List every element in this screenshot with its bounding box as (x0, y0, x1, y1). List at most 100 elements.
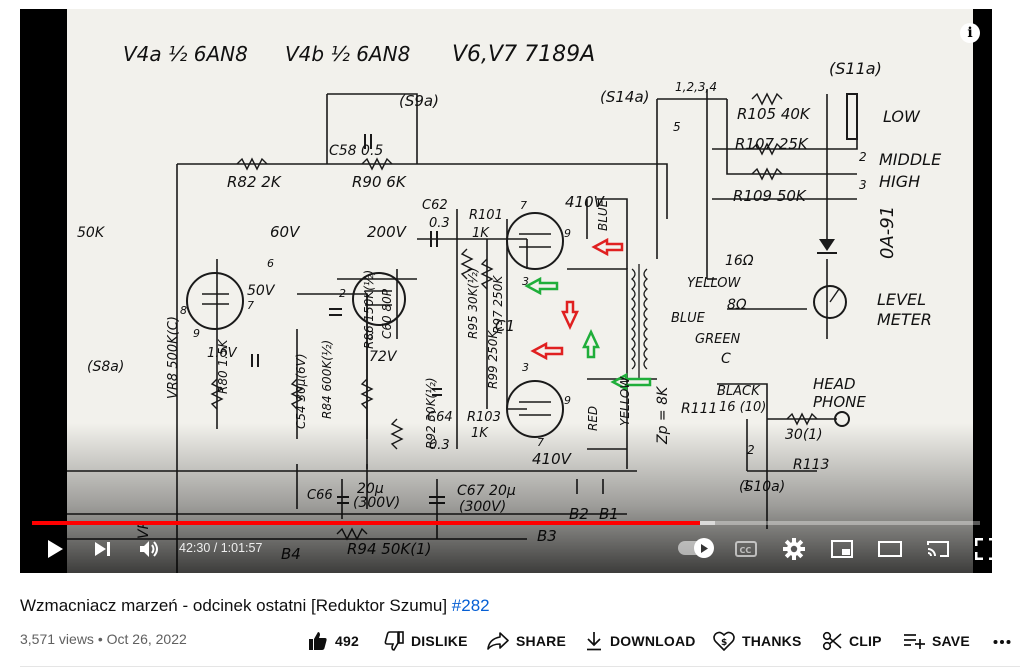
autoplay-play-icon (701, 543, 708, 553)
svg-text:6: 6 (267, 257, 274, 270)
svg-text:1K: 1K (471, 426, 489, 441)
video-player[interactable]: V4a ½ 6AN8 V4b ½ 6AN8 V6,V7 7189A (S9a) … (20, 9, 992, 573)
dislike-button[interactable]: DISLIKE (384, 626, 468, 656)
svg-text:R99 250K: R99 250K (486, 330, 500, 389)
play-icon (48, 540, 63, 558)
svg-text:RED: RED (586, 406, 600, 431)
svg-text:LOW: LOW (883, 107, 921, 126)
svg-text:(300V): (300V) (459, 499, 506, 515)
svg-text:0A-91: 0A-91 (877, 206, 898, 259)
svg-text:30(1): 30(1) (785, 427, 823, 443)
miniplayer-icon (831, 540, 853, 558)
gear-icon (783, 538, 805, 560)
svg-text:9: 9 (193, 327, 200, 340)
autoplay-knob (694, 538, 714, 558)
svg-text:BLACK: BLACK (717, 384, 761, 399)
autoplay-toggle[interactable] (678, 538, 714, 558)
svg-text:R80 1.5K: R80 1.5K (216, 338, 230, 394)
svg-text:C64: C64 (427, 410, 453, 425)
next-button[interactable] (90, 531, 116, 567)
svg-text:METER: METER (877, 310, 932, 329)
like-button[interactable]: 492 (308, 626, 359, 656)
svg-text:R101: R101 (469, 208, 503, 223)
svg-text:C54 30μ(6V): C54 30μ(6V) (294, 353, 308, 429)
thanks-label: THANKS (742, 633, 802, 649)
volume-button[interactable] (137, 531, 163, 567)
svg-text:3: 3 (522, 361, 529, 374)
svg-text:2: 2 (747, 443, 755, 457)
video-title-text: Wzmacniacz marzeń - odcinek ostatni [Red… (20, 596, 452, 615)
svg-text:50V: 50V (247, 283, 276, 299)
svg-text:410V: 410V (565, 193, 606, 211)
svg-text:YELLOW: YELLOW (618, 376, 632, 426)
svg-text:9: 9 (564, 394, 571, 407)
svg-text:410V: 410V (532, 450, 573, 468)
theater-button[interactable] (877, 531, 903, 567)
svg-text:5: 5 (673, 120, 681, 134)
captions-button[interactable]: CC (733, 531, 759, 567)
svg-text:1K: 1K (472, 226, 490, 241)
svg-text:1: 1 (743, 478, 751, 492)
play-button[interactable] (42, 531, 68, 567)
svg-text:50K: 50K (77, 225, 106, 241)
annotation-arrows (524, 237, 652, 392)
svg-text:72V: 72V (369, 349, 398, 365)
info-icon[interactable]: i (960, 23, 980, 43)
more-horizontal-icon (993, 640, 1011, 644)
svg-text:8Ω: 8Ω (727, 297, 747, 313)
scissors-icon (822, 631, 842, 651)
video-title: Wzmacniacz marzeń - odcinek ostatni [Red… (20, 596, 490, 616)
svg-text:7: 7 (520, 199, 527, 212)
volume-icon (140, 541, 158, 557)
share-button[interactable]: SHARE (487, 626, 566, 656)
cast-icon (927, 541, 949, 557)
svg-text:BLUE: BLUE (596, 199, 610, 231)
save-button[interactable]: SAVE (903, 626, 970, 656)
svg-text:1.6V: 1.6V (207, 346, 238, 361)
svg-text:V4a ½ 6AN8: V4a ½ 6AN8 (123, 42, 248, 66)
fullscreen-icon (975, 538, 992, 560)
svg-text:R111: R111 (681, 401, 717, 417)
svg-text:R103: R103 (467, 410, 501, 425)
svg-text:C: C (721, 351, 731, 367)
thanks-heart-icon: $ (713, 631, 735, 651)
hashtag-link[interactable]: #282 (451, 596, 490, 615)
svg-text:HIGH: HIGH (879, 172, 920, 191)
svg-text:PHONE: PHONE (813, 393, 866, 411)
svg-text:3: 3 (367, 329, 374, 342)
svg-text:R107 25K: R107 25K (735, 135, 809, 153)
miniplayer-button[interactable] (829, 531, 855, 567)
svg-text:(300V): (300V) (353, 495, 400, 511)
svg-text:CC: CC (740, 546, 752, 555)
save-label: SAVE (932, 633, 970, 649)
svg-text:VR8 500K(C): VR8 500K(C) (166, 316, 181, 399)
svg-text:C66: C66 (307, 488, 333, 503)
download-button[interactable]: DOWNLOAD (585, 626, 696, 656)
clip-button[interactable]: CLIP (822, 626, 882, 656)
svg-text:0.3: 0.3 (429, 216, 450, 231)
svg-text:V4b ½ 6AN8: V4b ½ 6AN8 (285, 42, 410, 66)
upload-date: Oct 26, 2022 (106, 631, 187, 647)
fullscreen-button[interactable] (973, 531, 992, 567)
svg-text:60V: 60V (270, 223, 301, 241)
svg-text:R82 2K: R82 2K (227, 173, 282, 191)
thanks-button[interactable]: $ THANKS (713, 626, 802, 656)
svg-text:(S11a): (S11a) (829, 59, 882, 78)
svg-text:R105 40K: R105 40K (737, 105, 811, 123)
dislike-label: DISLIKE (411, 633, 468, 649)
like-count: 492 (335, 633, 359, 649)
svg-text:2: 2 (339, 287, 346, 300)
cast-button[interactable] (925, 531, 951, 567)
video-frame[interactable]: V4a ½ 6AN8 V4b ½ 6AN8 V6,V7 7189A (S9a) … (67, 9, 973, 573)
download-icon (587, 632, 601, 651)
svg-text:LEVEL: LEVEL (877, 290, 926, 309)
svg-text:7: 7 (537, 436, 544, 449)
settings-button[interactable] (781, 531, 807, 567)
svg-text:R113: R113 (793, 457, 829, 473)
svg-text:3: 3 (859, 178, 867, 192)
progress-played (32, 521, 701, 525)
more-actions-button[interactable] (990, 630, 1014, 654)
progress-bar[interactable] (32, 521, 980, 525)
svg-text:GREEN: GREEN (695, 332, 741, 347)
svg-text:$: $ (721, 638, 727, 648)
